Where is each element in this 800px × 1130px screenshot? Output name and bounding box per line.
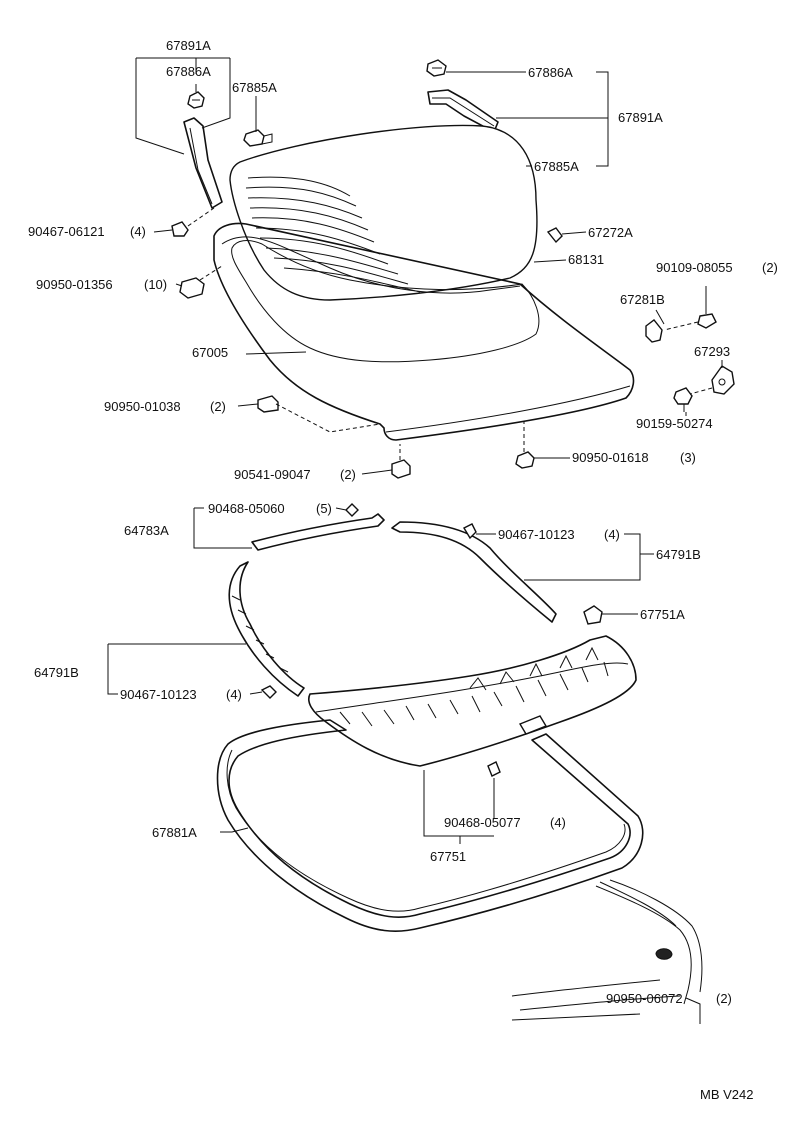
- label-67293: 67293: [694, 344, 730, 359]
- back-door-glass-68131: [229, 124, 538, 301]
- bracket-67891a-left: [183, 117, 223, 209]
- label-67891a-right: 67891A: [618, 110, 663, 125]
- leader-lines: [107, 57, 723, 1024]
- label-90159-50274: 90159-50274: [636, 416, 713, 431]
- bolt-90159-50274: [673, 387, 693, 412]
- qty-90950-01618: (3): [680, 450, 696, 465]
- pad-67272a: [546, 227, 563, 244]
- label-67891a-left: 67891A: [166, 38, 211, 53]
- label-67885a-left: 67885A: [232, 80, 277, 95]
- bracket-67293: [689, 365, 735, 395]
- label-67886a-right: 67886A: [528, 65, 573, 80]
- qty-90468-05077: (4): [550, 815, 566, 830]
- cushion-90950-01618: [515, 422, 535, 469]
- label-67751a: 67751A: [640, 607, 685, 622]
- qty-90950-06072: (2): [716, 991, 732, 1006]
- label-90109-08055: 90109-08055: [656, 260, 733, 275]
- label-90950-06072: 90950-06072: [606, 991, 683, 1006]
- label-67005: 67005: [192, 345, 228, 360]
- label-64783a: 64783A: [124, 523, 169, 538]
- label-90468-05060: 90468-05060: [208, 501, 285, 516]
- label-90467-10123-top: 90467-10123: [498, 527, 575, 542]
- qty-90950-01356: (10): [144, 277, 167, 292]
- cushion-90950-06072: [655, 948, 673, 960]
- part-labels: 67891A 67886A 67885A 67886A 67891A 67885…: [28, 38, 778, 1102]
- clip-90468-05060: [345, 503, 359, 517]
- diagram-code: MB V242: [700, 1087, 753, 1102]
- label-90541-09047: 90541-09047: [234, 467, 311, 482]
- label-68131: 68131: [568, 252, 604, 267]
- clip-67886a-left: [187, 91, 205, 109]
- cushion-90950-01356: [179, 265, 223, 299]
- label-90468-05077: 90468-05077: [444, 815, 521, 830]
- label-90950-01038: 90950-01038: [104, 399, 181, 414]
- qty-90467-10123-top: (4): [604, 527, 620, 542]
- label-90467-06121: 90467-06121: [28, 224, 105, 239]
- clip-67751a: [583, 605, 603, 625]
- label-67885a-right: 67885A: [534, 159, 579, 174]
- garnish-64791b-left: [228, 561, 305, 697]
- label-64791b-right: 64791B: [656, 547, 701, 562]
- qty-90467-06121: (4): [130, 224, 146, 239]
- label-90467-10123-left: 90467-10123: [120, 687, 197, 702]
- clip-90468-05077: [487, 761, 501, 777]
- label-67281b: 67281B: [620, 292, 665, 307]
- label-67751: 67751: [430, 849, 466, 864]
- clip-67281b: [645, 319, 663, 343]
- clip-90467-10123-top: [463, 523, 477, 540]
- trim-board-67751: [308, 635, 637, 767]
- label-90950-01618: 90950-01618: [572, 450, 649, 465]
- weatherstrip-64783a: [251, 513, 385, 551]
- qty-90468-05060: (5): [316, 501, 332, 516]
- clip-90467-06121: [171, 207, 215, 237]
- cushion-90541-09047: [391, 444, 411, 479]
- clip-67886a-right: [426, 59, 447, 77]
- label-67886a-left: 67886A: [166, 64, 211, 79]
- weatherstrip-67881a: [216, 719, 644, 932]
- label-90950-01356: 90950-01356: [36, 277, 113, 292]
- qty-90541-09047: (2): [340, 467, 356, 482]
- qty-90109-08055: (2): [762, 260, 778, 275]
- back-door-panel-67005: [213, 222, 635, 441]
- cushion-90950-01038: [257, 395, 381, 433]
- body-opening-outline: [511, 879, 703, 1021]
- bolt-67885a-left: [243, 129, 273, 147]
- label-67881a: 67881A: [152, 825, 197, 840]
- label-64791b-left: 64791B: [34, 665, 79, 680]
- garnish-64791b-right: [391, 521, 557, 623]
- qty-90950-01038: (2): [210, 399, 226, 414]
- clip-90467-10123-left: [260, 685, 277, 699]
- label-67272a: 67272A: [588, 225, 633, 240]
- bolt-90109-08055: [663, 286, 717, 331]
- qty-90467-10123-left: (4): [226, 687, 242, 702]
